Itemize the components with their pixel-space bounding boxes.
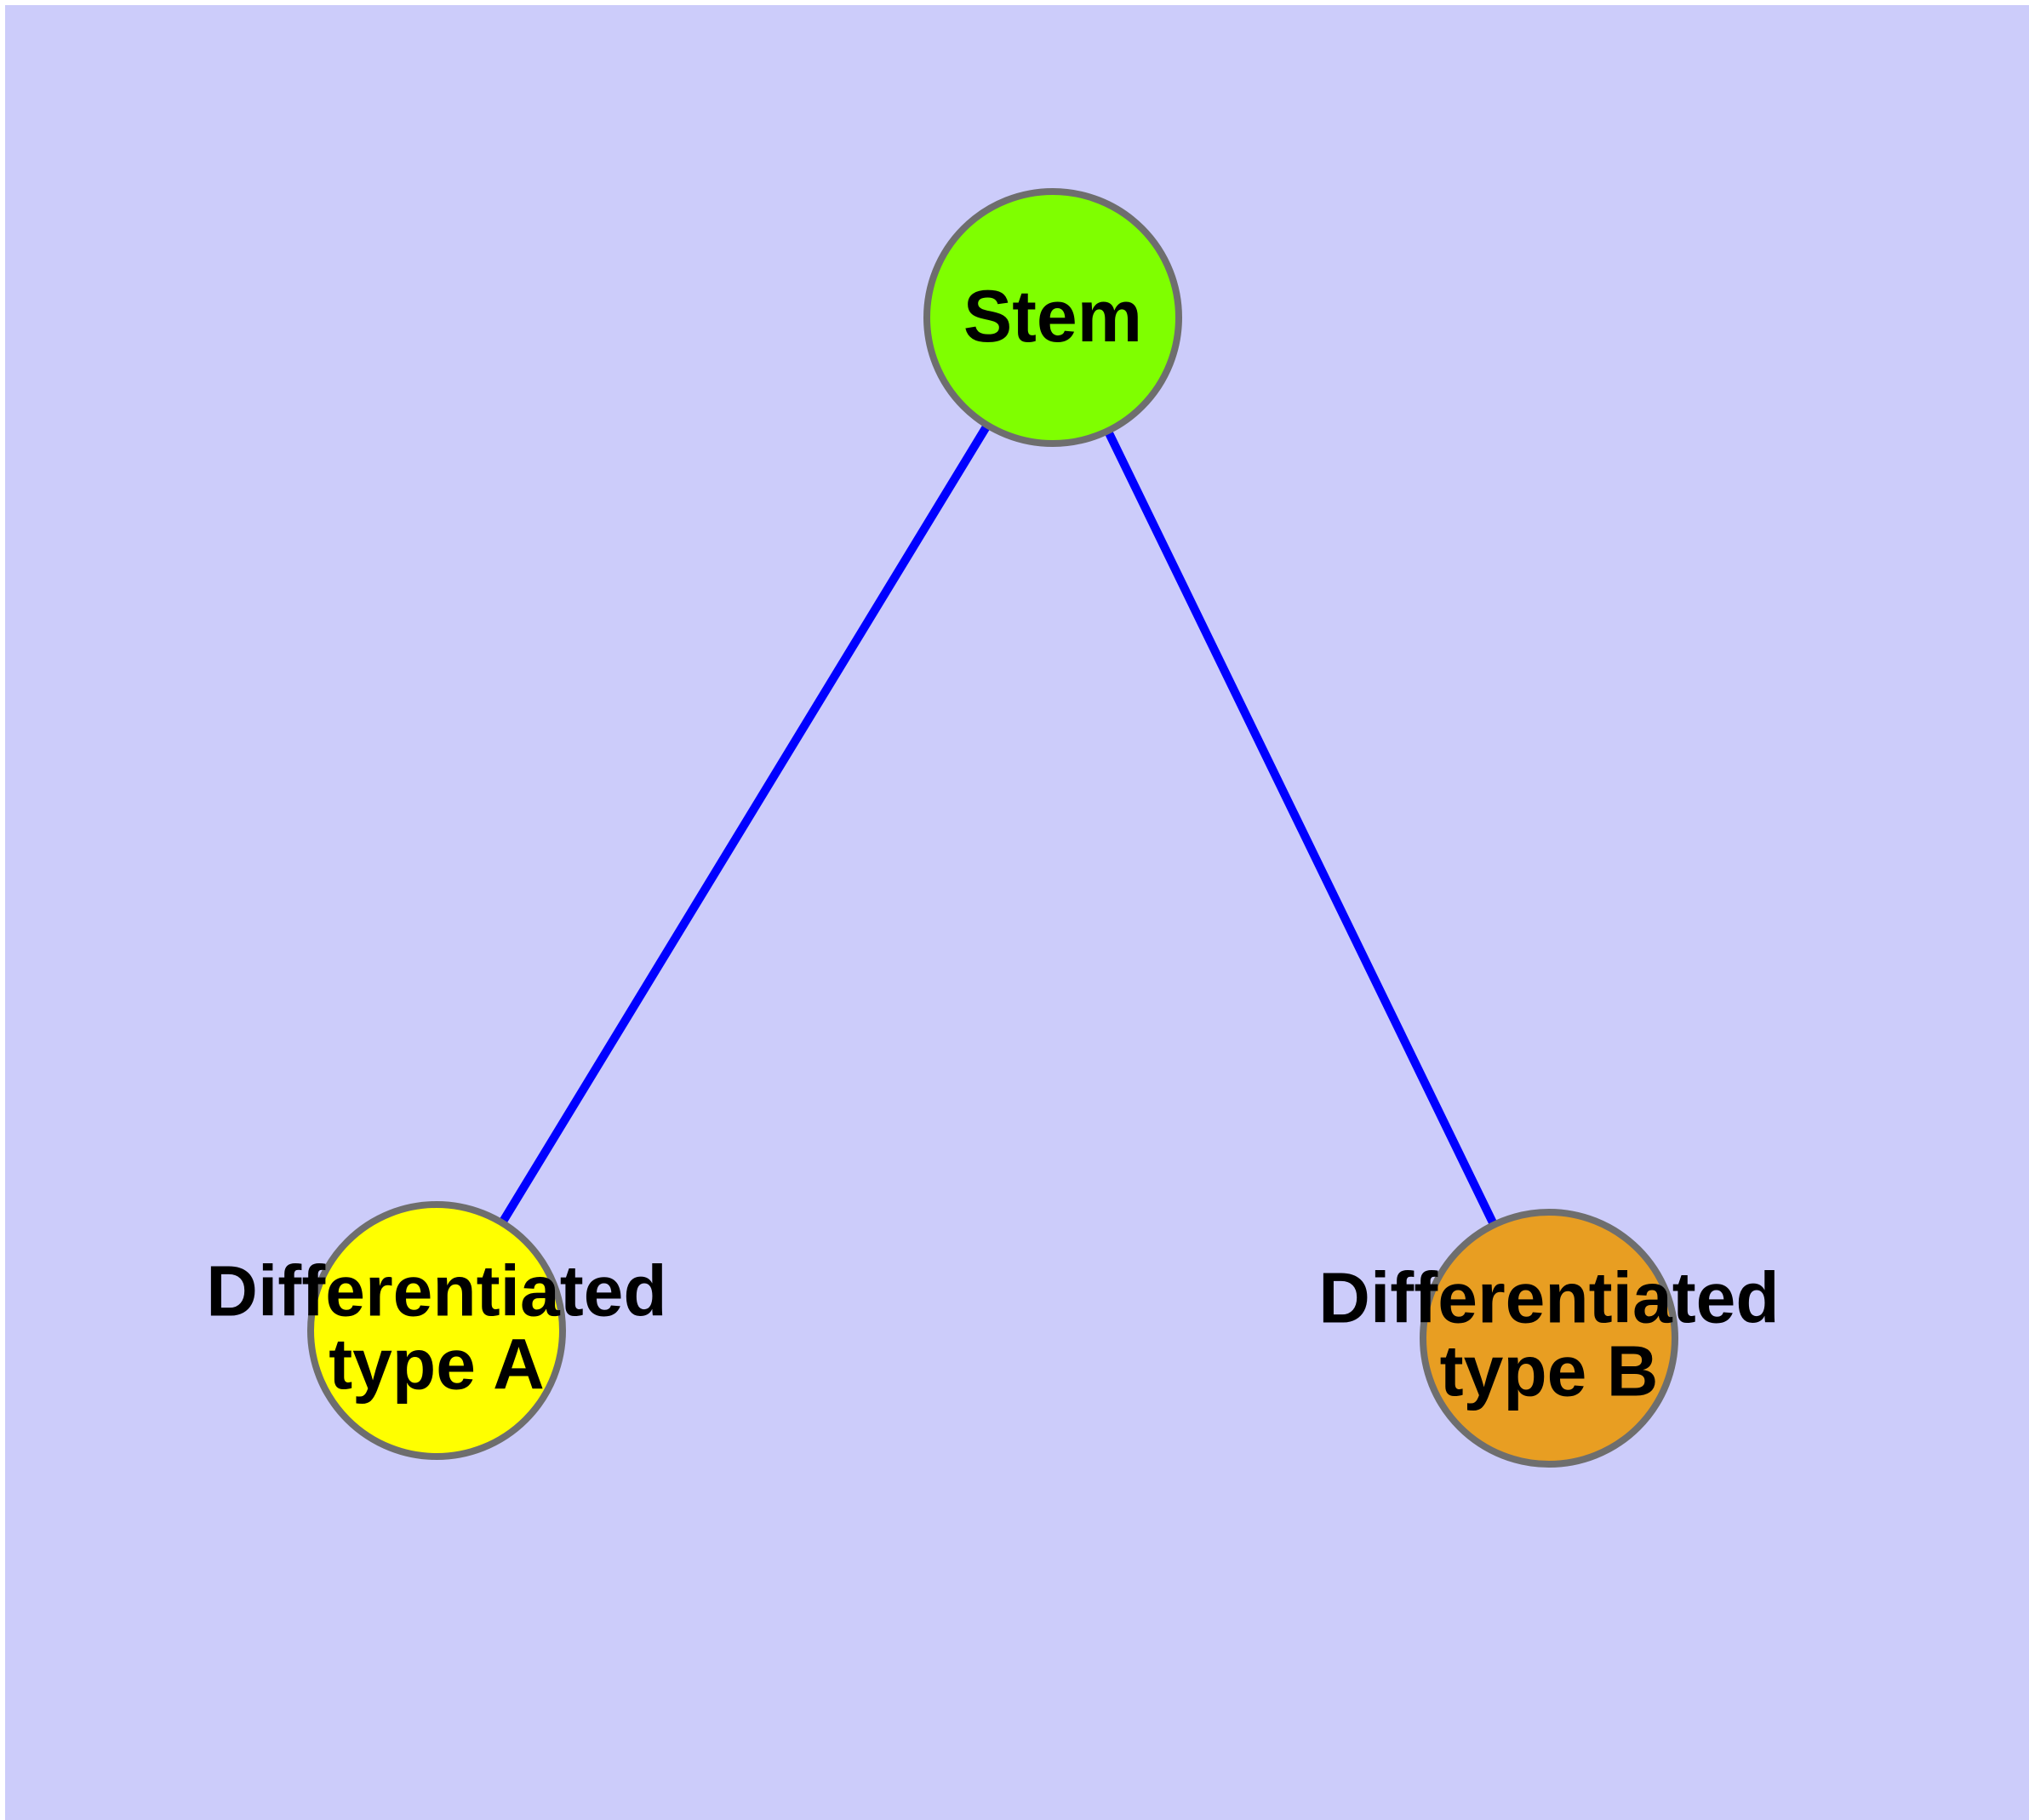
node-layer: [307, 188, 1678, 1468]
edge-stem-to-diff-a: [432, 313, 1057, 1335]
node-diff-b[interactable]: [1420, 1209, 1678, 1468]
edge-layer: [432, 313, 1553, 1342]
edge-stem-to-diff-b: [1049, 313, 1553, 1342]
node-stem[interactable]: [923, 188, 1182, 447]
node-diff-a[interactable]: [307, 1201, 566, 1460]
